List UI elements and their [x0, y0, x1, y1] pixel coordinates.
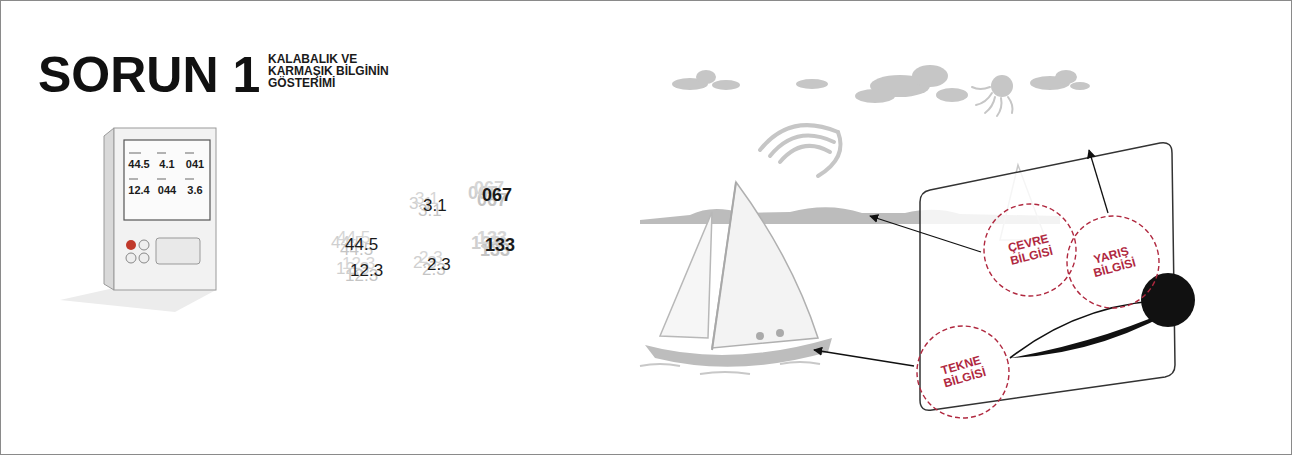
- sun: [972, 75, 1013, 116]
- screen-value: 3.6: [187, 184, 202, 196]
- leader-arrows: [814, 150, 1108, 366]
- circle-label: ÇEVRE BİLGİSİ: [996, 230, 1064, 271]
- instrument-display: [60, 128, 216, 312]
- wind-swirl: [760, 125, 841, 176]
- floating-value: 12.3: [350, 262, 383, 281]
- device-shadow: [60, 288, 216, 312]
- screen-value: 041: [186, 158, 204, 170]
- button: [126, 253, 136, 263]
- screen-value: 4.1: [159, 158, 174, 170]
- floating-value: 44.5: [345, 236, 378, 255]
- device-pad: [156, 238, 200, 264]
- subtitle: KALABALIK VE KARMAŞIK BİLGİNİN GÖSTERİMİ: [268, 53, 408, 89]
- sailboat: [640, 182, 832, 374]
- floating-value: 133: [485, 236, 515, 256]
- button: [139, 240, 149, 250]
- eye: [1010, 273, 1195, 358]
- red-button: [126, 240, 136, 250]
- circle-label: YARIŞ BİLGİSİ: [1079, 241, 1148, 283]
- device-front: [114, 128, 216, 290]
- floating-value: 2.3: [427, 256, 451, 275]
- device-screen: [124, 140, 210, 220]
- screen-tick-marks: [129, 153, 194, 179]
- dashed-outline: [1057, 206, 1170, 319]
- dashed-outline: [906, 315, 1020, 429]
- screen-value: 044: [158, 184, 176, 196]
- floating-value: 3.1: [423, 197, 447, 216]
- display-panel: [920, 143, 1175, 411]
- circle-label: TEKNE BİLGİSİ: [929, 351, 998, 394]
- screen-value: 44.5: [128, 158, 149, 170]
- clouds: [672, 65, 1090, 103]
- page-title: SORUN 1: [38, 50, 260, 100]
- floating-value: 067: [482, 186, 512, 206]
- screen-value: 12.4: [128, 184, 149, 196]
- device-side: [104, 128, 114, 290]
- button: [139, 253, 149, 263]
